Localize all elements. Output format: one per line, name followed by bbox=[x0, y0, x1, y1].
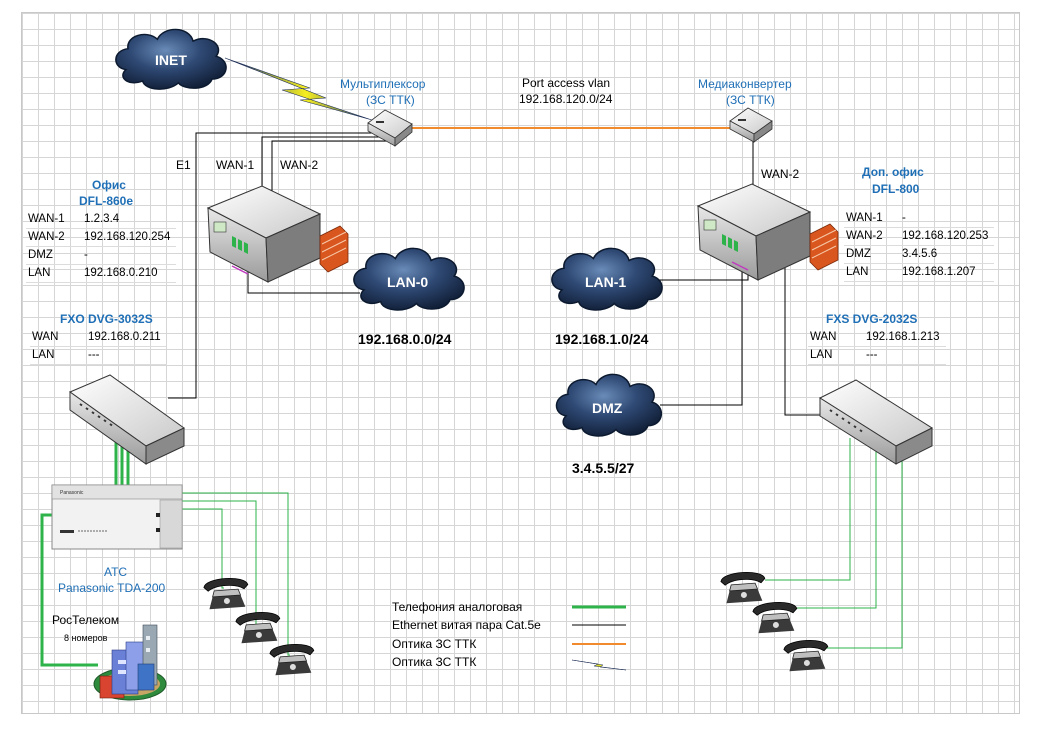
analog-telephony-links bbox=[40, 438, 903, 667]
mediaconverter-label-2: (ЗС ТТК) bbox=[726, 93, 775, 107]
vlan-label-1: Port access vlan bbox=[522, 76, 611, 90]
fxo-title: FXO DVG-3032S bbox=[60, 312, 153, 326]
grid-background bbox=[21, 12, 1020, 714]
firewall-dfl-800 bbox=[696, 183, 839, 281]
lan1-label: LAN-1 bbox=[585, 274, 627, 290]
fxo-gateway-device bbox=[68, 374, 185, 465]
link-label-wan2: WAN-2 bbox=[280, 158, 319, 172]
fxs-title: FXS DVG-2032S bbox=[826, 312, 918, 326]
phone-icon-5 bbox=[751, 600, 799, 634]
vlan-label-2: 192.168.120.0/24 bbox=[519, 92, 613, 106]
branch-model: DFL-800 bbox=[872, 182, 920, 196]
legend-symbols bbox=[571, 605, 627, 671]
table-row: LAN--- bbox=[30, 347, 167, 365]
mediaconverter-label-1: Медиаконвертер bbox=[698, 77, 792, 91]
phone-icon-6 bbox=[782, 638, 830, 672]
media-converter-device bbox=[729, 107, 773, 143]
fxs-gateway-device bbox=[818, 379, 934, 465]
rostelecom-buildings-icon bbox=[93, 624, 167, 701]
branch-title: Доп. офис bbox=[862, 165, 924, 179]
multiplexer-label-1: Мультиплексор bbox=[340, 77, 426, 91]
pbx-label-2: Panasonic TDA-200 bbox=[58, 581, 166, 595]
office-model: DFL-860e bbox=[79, 194, 134, 208]
phone-icon-2 bbox=[234, 610, 282, 644]
legend-text-ethernet: Ethernet витая пара Cat.5e bbox=[392, 618, 541, 632]
firewall-dfl-860e bbox=[206, 185, 349, 283]
firewall-brick-icon-left bbox=[319, 225, 349, 273]
legend-text-fiber-lightning: Оптика ЗС ТТК bbox=[392, 655, 477, 669]
table-row: LAN--- bbox=[808, 347, 946, 365]
rostelecom-sublabel: 8 номеров bbox=[64, 633, 108, 643]
legend-lightning-icon bbox=[571, 659, 627, 671]
lan1-subnet: 192.168.1.0/24 bbox=[555, 331, 649, 347]
table-row: WAN-1- bbox=[844, 210, 995, 228]
office-title: Офис bbox=[92, 178, 126, 192]
rostelecom-label: РосТелеком bbox=[52, 613, 120, 627]
firewall-brick-icon-right bbox=[809, 223, 839, 271]
pbx-device: Panasonic bbox=[51, 484, 183, 550]
link-label-wan2-right: WAN-2 bbox=[761, 167, 800, 181]
dmz-subnet: 3.4.5.5/27 bbox=[572, 460, 635, 476]
table-row: DMZ- bbox=[26, 247, 177, 265]
svg-text:Panasonic: Panasonic bbox=[60, 490, 84, 496]
lan0-label: LAN-0 bbox=[387, 274, 429, 290]
inet-label: INET bbox=[155, 52, 187, 68]
legend-text-fiber-orange: Оптика ЗС ТТК bbox=[392, 637, 477, 651]
pbx-label-1: АТС bbox=[104, 565, 128, 579]
legend-text-analog: Телефония аналоговая bbox=[392, 600, 523, 614]
multiplexer-device bbox=[367, 109, 413, 147]
multiplexer-label-2: (ЗС ТТК) bbox=[366, 93, 415, 107]
dmz-label: DMZ bbox=[592, 400, 623, 416]
phone-icon-4 bbox=[719, 570, 767, 604]
link-label-e1: E1 bbox=[176, 158, 191, 172]
link-label-wan1: WAN-1 bbox=[216, 158, 255, 172]
lan0-subnet: 192.168.0.0/24 bbox=[358, 331, 452, 347]
phone-icon-1 bbox=[202, 576, 250, 610]
phone-icon-3 bbox=[268, 642, 316, 676]
